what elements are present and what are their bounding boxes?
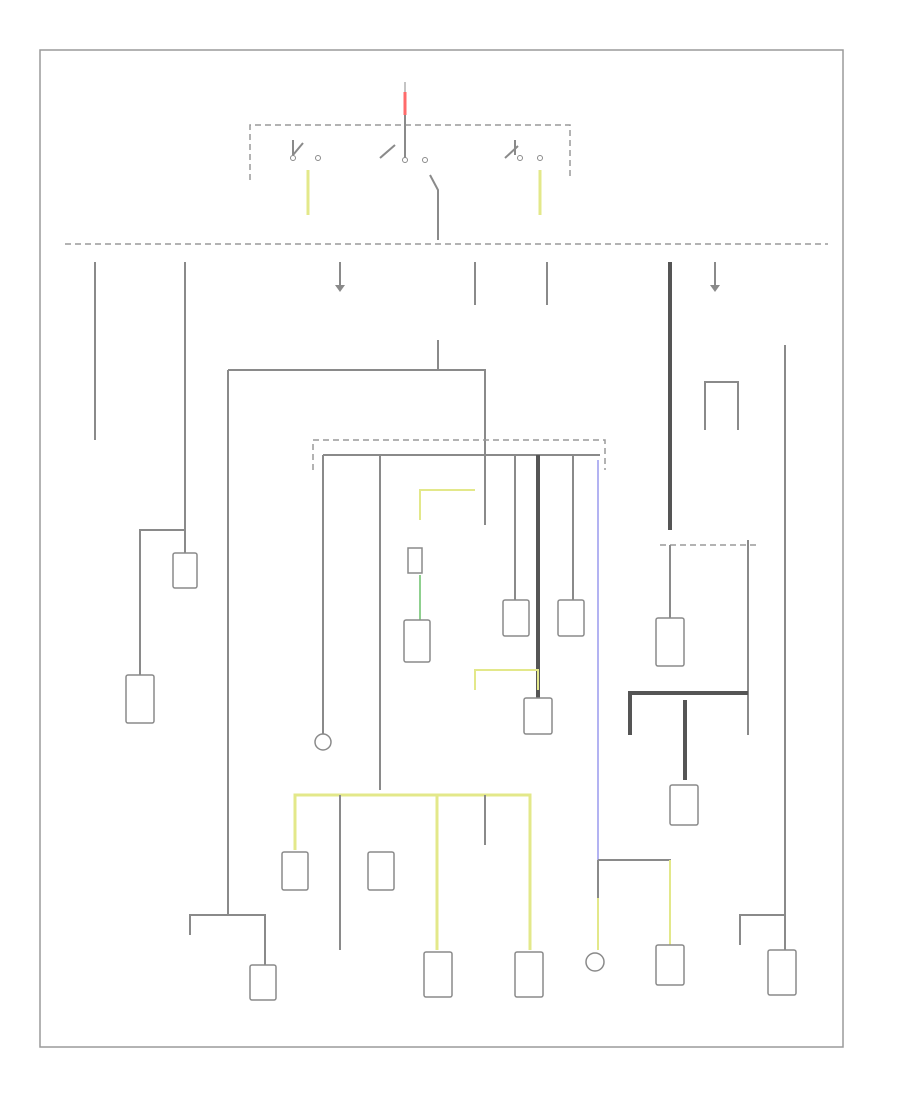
- ignition-switch-housing: [249, 124, 571, 180]
- component-lower-1: [281, 851, 309, 891]
- component-lower-2: [367, 851, 395, 891]
- wire-center-switch-out: [429, 174, 439, 240]
- yellow-bus-lower: [293, 793, 532, 950]
- wire-center-bus: [228, 369, 486, 460]
- arrow-1: [335, 285, 345, 292]
- splice-pack-housing: [312, 439, 606, 470]
- lamp-left: [314, 733, 332, 751]
- wire-blue-bottom: [598, 859, 671, 880]
- yellow-wire-center: [474, 669, 539, 690]
- yellow-green-branch: [419, 489, 475, 520]
- wire-right-far-branch: [739, 914, 785, 945]
- lamp-right: [585, 952, 605, 972]
- component-bottom-right-1: [655, 944, 685, 986]
- wire-bottom-left: [189, 914, 266, 965]
- component-left-upper: [172, 552, 198, 589]
- component-bottom-right-2: [767, 949, 797, 996]
- component-right-upper: [655, 617, 685, 667]
- component-left-lower: [125, 674, 155, 724]
- component-mid-1: [502, 599, 530, 637]
- component-bottom-left: [249, 964, 277, 1001]
- component-bottom-1: [423, 951, 453, 998]
- ignition-switch-contacts: [290, 115, 543, 163]
- component-mid-left: [403, 619, 431, 663]
- component-right-middle: [669, 784, 699, 826]
- wire-right-dark-branch: [628, 691, 748, 735]
- component-bottom-2: [514, 951, 544, 998]
- diagram-border: [39, 49, 844, 1048]
- wire-col-2-down: [139, 500, 186, 675]
- wire-right-box: [704, 381, 739, 430]
- arrow-4: [710, 285, 720, 292]
- component-center-lower: [523, 697, 553, 735]
- component-mid-2: [557, 599, 585, 637]
- small-relay: [407, 547, 423, 574]
